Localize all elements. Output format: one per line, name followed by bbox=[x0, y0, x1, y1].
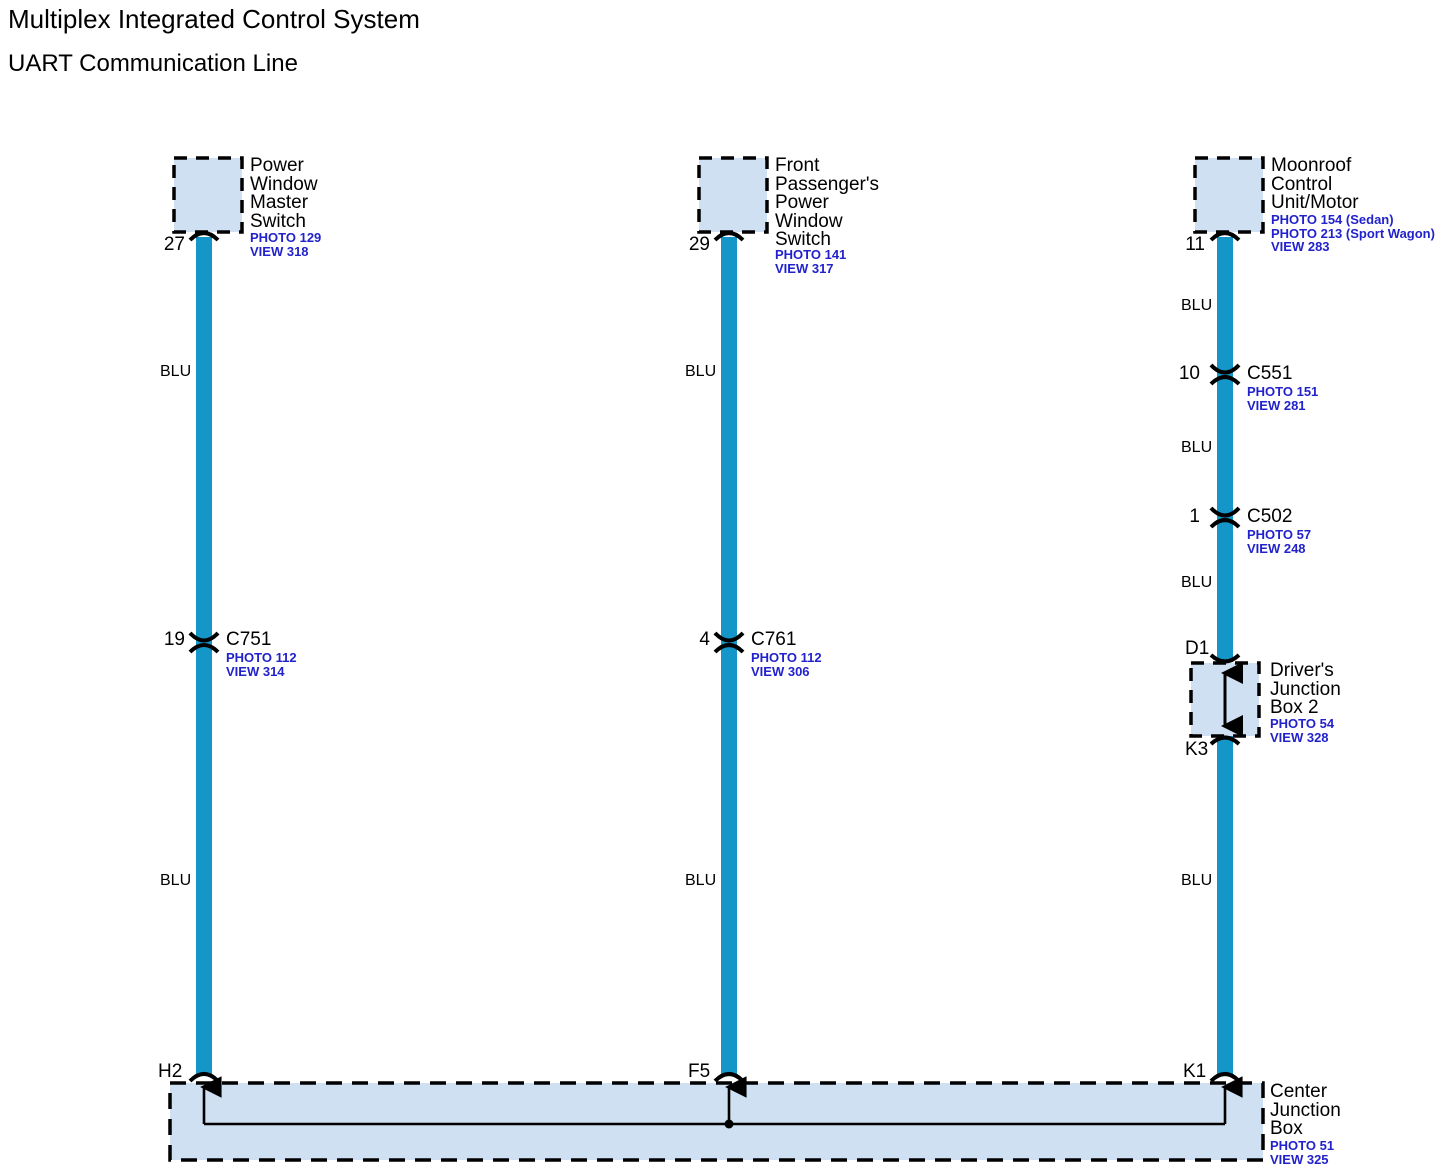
wire-branch-2 bbox=[721, 237, 737, 1075]
photo-ref-c502: PHOTO 57 VIEW 248 bbox=[1247, 527, 1312, 556]
terminal-cap-11 bbox=[1209, 231, 1241, 242]
terminal-label-d1: D1 bbox=[1185, 638, 1210, 659]
photo-ref-power-window-master-switch: PHOTO 129 VIEW 318 bbox=[250, 230, 322, 259]
terminal-cap-k1 bbox=[1209, 1072, 1241, 1083]
connector-label-c761: C761 bbox=[751, 629, 797, 650]
terminal-cap-k3 bbox=[1209, 735, 1241, 746]
wire-color-label-branch-3-seg2: BLU bbox=[1181, 439, 1213, 456]
pin-label-27: 27 bbox=[163, 234, 185, 255]
wire-color-label-branch-1-upper: BLU bbox=[160, 363, 192, 380]
terminal-cap-27 bbox=[188, 231, 220, 242]
photo-ref-moonroof-control-unit-motor: PHOTO 154 (Sedan) PHOTO 213 (Sport Wagon… bbox=[1271, 212, 1435, 254]
pin-label-19: 19 bbox=[163, 629, 185, 650]
component-box-moonroof-control-unit-motor[interactable] bbox=[1193, 156, 1265, 234]
terminal-label-k3: K3 bbox=[1185, 739, 1209, 760]
terminal-label-h2: H2 bbox=[158, 1061, 183, 1082]
pin-label-1: 1 bbox=[1189, 506, 1200, 527]
terminal-cap-29 bbox=[713, 231, 745, 242]
connector-label-c502: C502 bbox=[1247, 506, 1293, 527]
connector-label-c551: C551 bbox=[1247, 363, 1293, 384]
connector-symbol-c551 bbox=[1209, 363, 1241, 386]
bus-junction-dot-f5 bbox=[724, 1119, 734, 1129]
terminal-label-k1: K1 bbox=[1183, 1061, 1207, 1082]
component-label-front-passengers-power-window-switch: Front Passenger's Power Window Switch bbox=[775, 155, 879, 250]
terminal-label-f5: F5 bbox=[688, 1061, 711, 1082]
component-label-power-window-master-switch: Power Window Master Switch bbox=[250, 155, 318, 232]
photo-ref-c551: PHOTO 151 VIEW 281 bbox=[1247, 384, 1319, 413]
page-subtitle: UART Communication Line bbox=[8, 50, 298, 77]
terminal-cap-h2 bbox=[188, 1072, 220, 1083]
page-title: Multiplex Integrated Control System bbox=[8, 4, 420, 34]
wire-color-label-branch-2-lower: BLU bbox=[685, 872, 717, 889]
photo-ref-center-junction-box: PHOTO 51 VIEW 325 bbox=[1270, 1138, 1335, 1167]
wire-color-label-branch-3-seg3: BLU bbox=[1181, 574, 1213, 591]
wire-branch-3-lower bbox=[1217, 736, 1233, 1075]
component-box-power-window-master-switch[interactable] bbox=[172, 156, 244, 234]
title-block: Multiplex Integrated Control System UART… bbox=[8, 2, 420, 80]
connector-symbol-c761 bbox=[713, 631, 745, 654]
component-label-moonroof-control-unit-motor: Moonroof Control Unit/Motor bbox=[1271, 155, 1359, 213]
pin-label-11: 11 bbox=[1185, 234, 1205, 255]
component-box-front-passengers-power-window-switch[interactable] bbox=[697, 156, 769, 234]
pin-label-10: 10 bbox=[1178, 363, 1200, 384]
component-box-center-junction-box[interactable] bbox=[168, 1081, 1265, 1162]
photo-ref-c751: PHOTO 112 VIEW 314 bbox=[226, 650, 297, 679]
wire-color-label-branch-3-seg1: BLU bbox=[1181, 297, 1213, 314]
wire-color-label-branch-1-lower: BLU bbox=[160, 872, 192, 889]
photo-ref-front-passengers-power-window-switch: PHOTO 141 VIEW 317 bbox=[775, 247, 847, 276]
component-label-center-junction-box: Center Junction Box bbox=[1270, 1081, 1341, 1139]
wire-branch-3-upper bbox=[1217, 237, 1233, 662]
pin-label-4: 4 bbox=[699, 629, 710, 650]
connector-symbol-c751 bbox=[188, 631, 220, 654]
connector-symbol-c502 bbox=[1209, 506, 1241, 529]
terminal-cap-d1 bbox=[1209, 653, 1241, 664]
photo-ref-c761: PHOTO 112 VIEW 306 bbox=[751, 650, 822, 679]
wire-color-label-branch-3-seg4: BLU bbox=[1181, 872, 1213, 889]
wire-branch-1 bbox=[196, 237, 212, 1075]
component-label-drivers-junction-box-2: Driver's Junction Box 2 bbox=[1270, 660, 1341, 718]
connector-label-c751: C751 bbox=[226, 629, 272, 650]
wire-color-label-branch-2-upper: BLU bbox=[685, 363, 717, 380]
pin-label-29: 29 bbox=[688, 234, 710, 255]
terminal-cap-f5 bbox=[713, 1072, 745, 1083]
photo-ref-drivers-junction-box-2: PHOTO 54 VIEW 328 bbox=[1270, 716, 1335, 745]
